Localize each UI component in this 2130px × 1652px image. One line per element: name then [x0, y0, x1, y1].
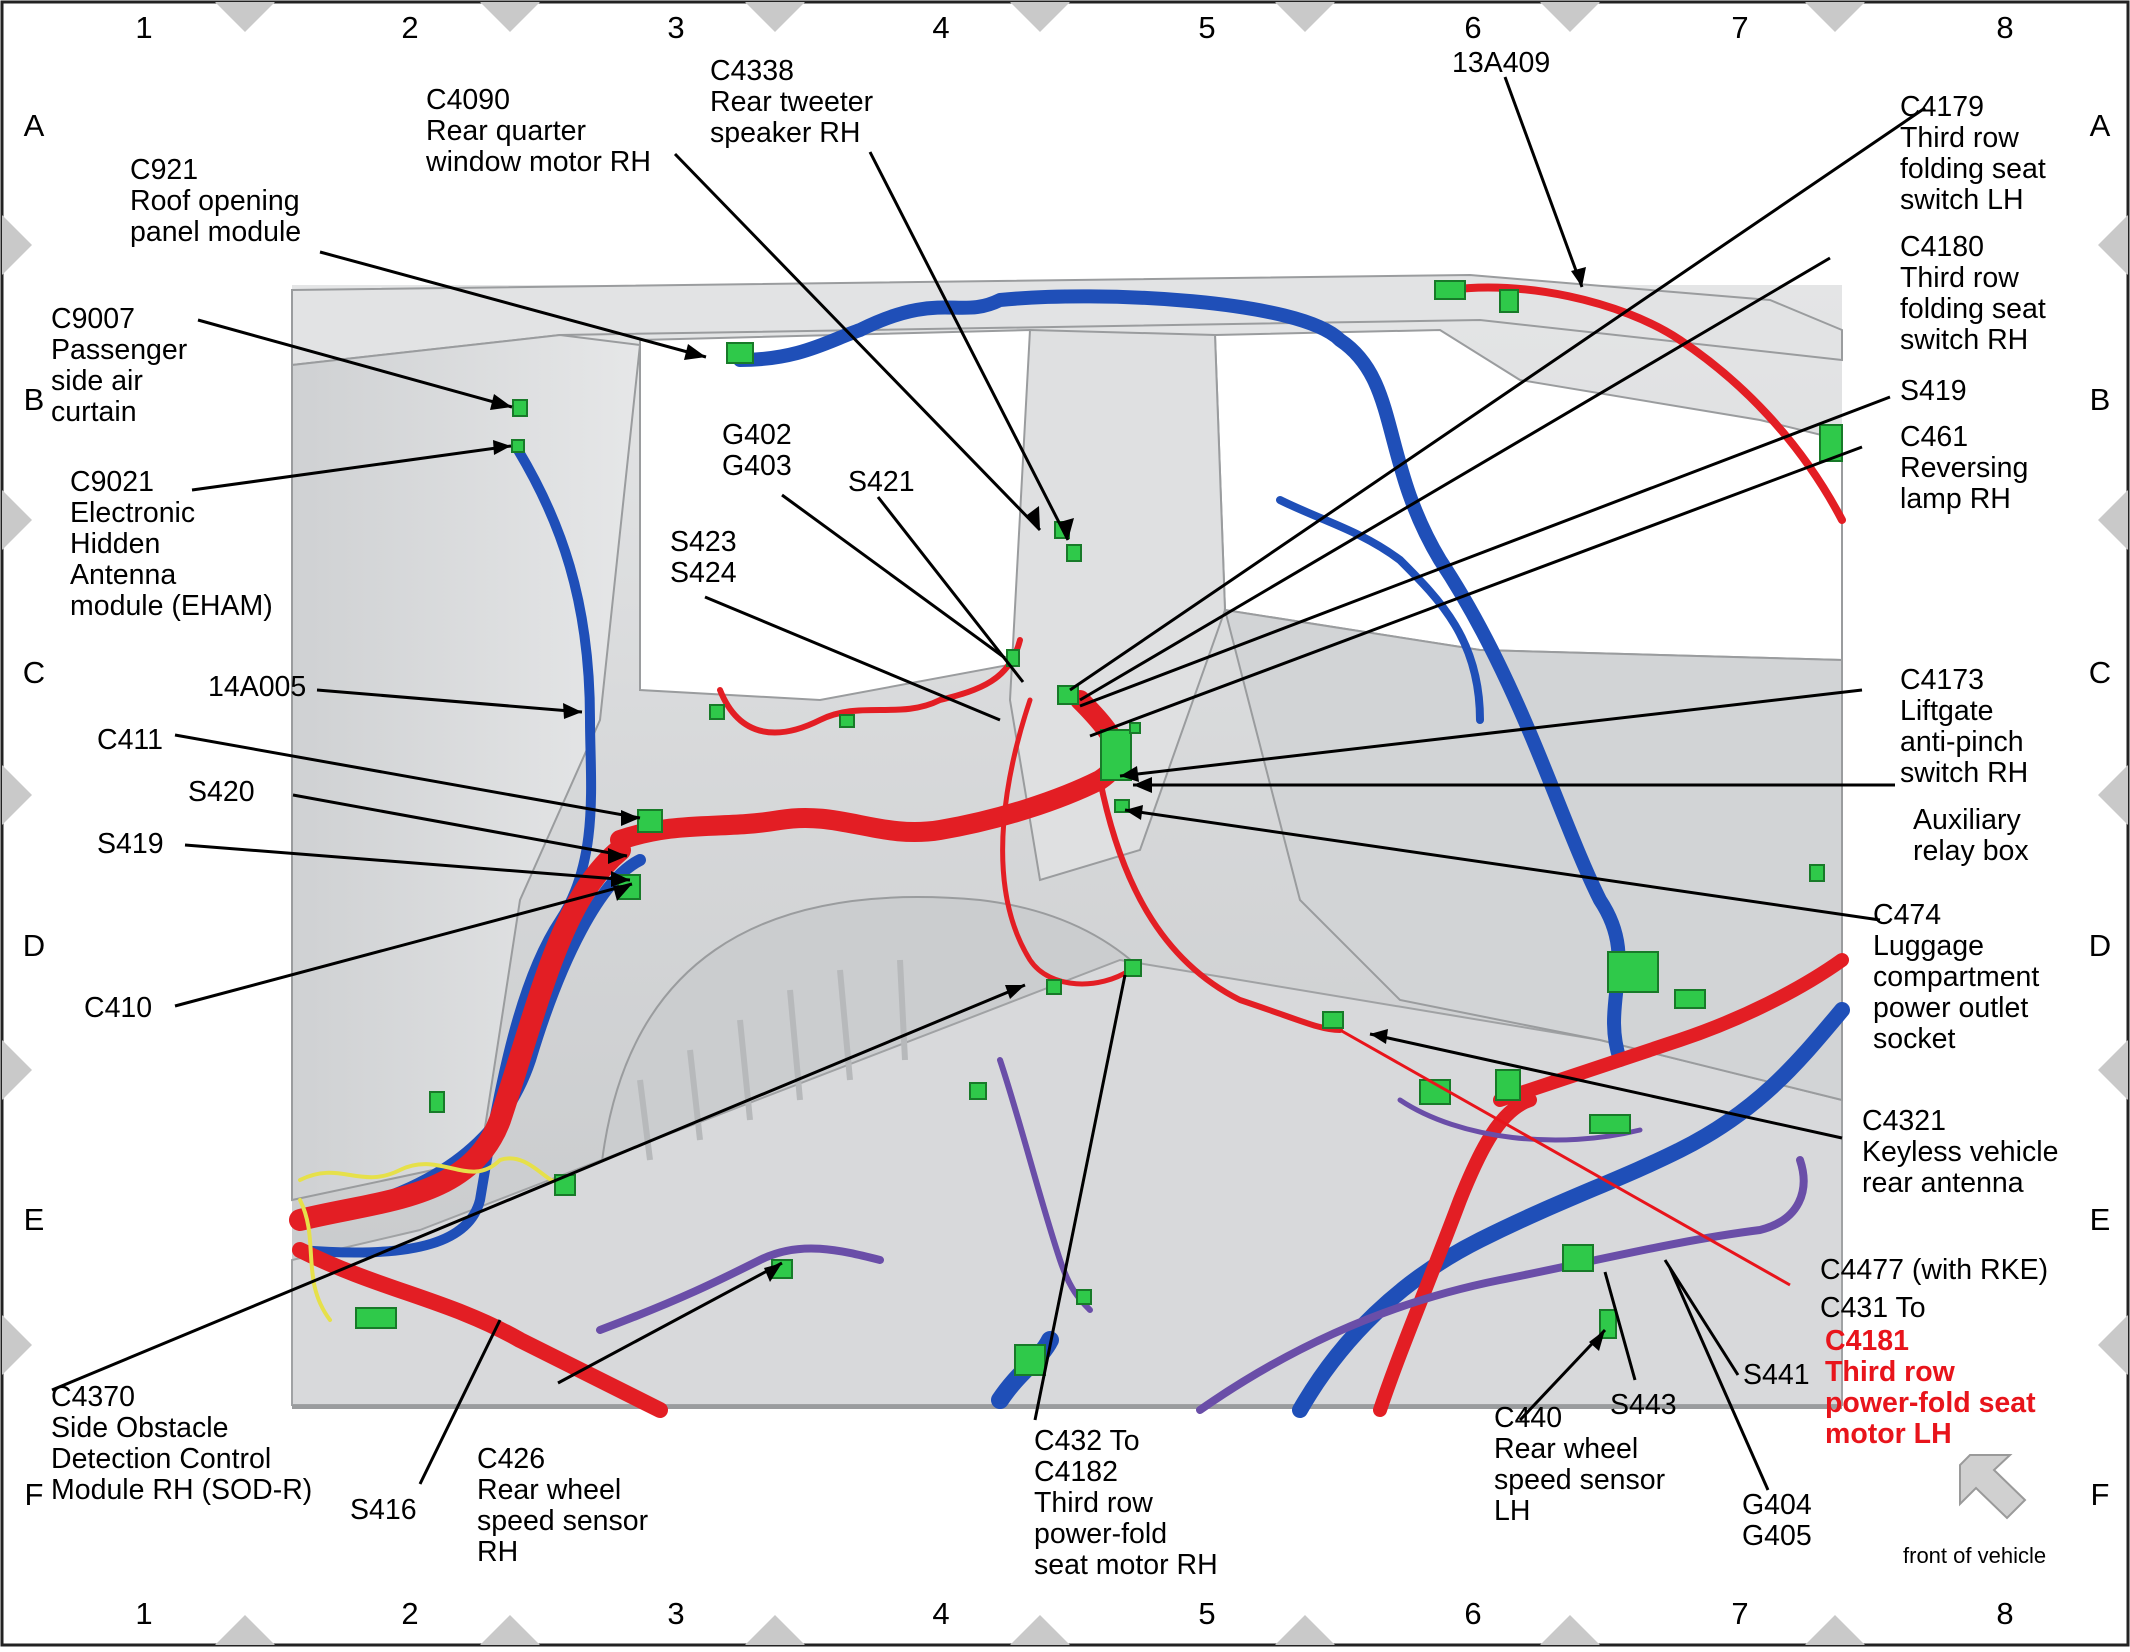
grid-col-8-top: 8: [1996, 10, 2014, 45]
grid-col-6-bottom: 6: [1464, 1596, 1482, 1631]
grid-row-a-left: A: [23, 108, 45, 143]
grid-row-f-right: F: [2090, 1477, 2110, 1512]
callout-c431: C431 To: [1820, 1292, 1926, 1324]
callout-s443: S443: [1610, 1389, 1677, 1421]
front-arrow-icon: [1959, 1454, 2027, 1520]
grid-col-7-top: 7: [1731, 10, 1749, 45]
grid-row-d-left: D: [22, 928, 46, 963]
callout-s441: S441: [1743, 1359, 1810, 1391]
grid-row-d-right: D: [2088, 928, 2112, 963]
grid-col-3-top: 3: [667, 10, 685, 45]
grid-col-6-top: 6: [1464, 10, 1482, 45]
callout-s416: S416: [350, 1494, 417, 1526]
grid-row-e-left: E: [23, 1202, 45, 1237]
grid-col-5-bottom: 5: [1198, 1596, 1216, 1631]
grid-col-1-bottom: 1: [135, 1596, 153, 1631]
callout-14a005: 14A005: [208, 671, 307, 703]
callout-s419-left: S419: [97, 828, 164, 860]
callout-s419-right: S419: [1900, 375, 1967, 407]
callout-s421: S421: [848, 466, 915, 498]
grid-row-e-right: E: [2089, 1202, 2111, 1237]
grid-col-4-top: 4: [932, 10, 950, 45]
grid-col-2-top: 2: [401, 10, 419, 45]
grid-col-1-top: 1: [135, 10, 153, 45]
grid-col-3-bottom: 3: [667, 1596, 685, 1631]
grid-row-c-right: C: [2088, 655, 2112, 690]
grid-row-c-left: C: [22, 655, 46, 690]
callout-c410: C410: [84, 992, 153, 1024]
grid-row-f-left: F: [24, 1477, 44, 1512]
callout-s420: S420: [188, 776, 255, 808]
grid-row-a-right: A: [2089, 108, 2111, 143]
grid-col-7-bottom: 7: [1731, 1596, 1749, 1631]
grid-col-5-top: 5: [1198, 10, 1216, 45]
callout-c411: C411: [97, 724, 164, 756]
connectors: [355, 280, 1843, 1376]
front-of-vehicle-label: front of vehicle: [1903, 1543, 2047, 1568]
grid-col-2-bottom: 2: [401, 1596, 419, 1631]
callout-c4477: C4477 (with RKE): [1820, 1254, 2049, 1286]
arrowheads: [490, 267, 1605, 1351]
grid-col-8-bottom: 8: [1996, 1596, 2014, 1631]
grid-row-b-left: B: [23, 382, 45, 417]
leader-lines: [51, 76, 1926, 1491]
callout-13a409: 13A409: [1452, 47, 1551, 79]
grid-row-b-right: B: [2089, 382, 2111, 417]
grid-col-4-bottom: 4: [932, 1596, 950, 1631]
c4477-leader: [1339, 1028, 1791, 1287]
